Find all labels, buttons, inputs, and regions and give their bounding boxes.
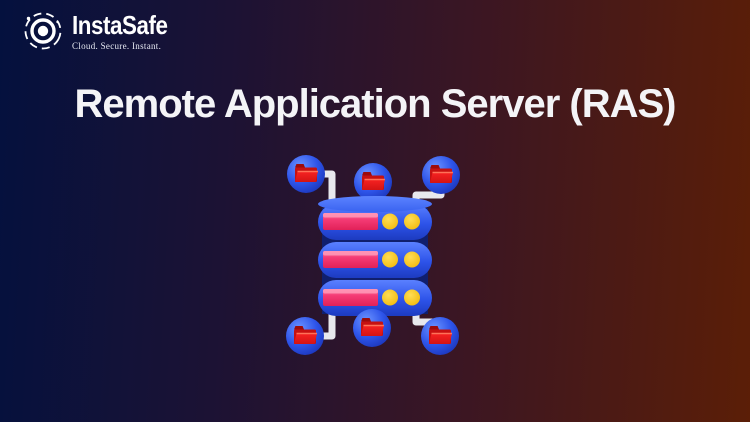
instasafe-logo: InstaSafe Cloud. Secure. Instant.	[22, 10, 183, 52]
folder-node-bottom-middle	[352, 308, 392, 348]
indicator-light	[382, 289, 398, 306]
page-title: Remote Application Server (RAS)	[74, 82, 677, 126]
server-top-cap	[318, 196, 432, 212]
server-tier-3	[318, 280, 432, 316]
indicator-light	[404, 251, 420, 268]
aperture-target-icon	[22, 10, 64, 52]
server-illustration	[275, 146, 475, 364]
folder-node-top-left	[286, 154, 326, 194]
brand-name: InstaSafe	[72, 9, 168, 40]
server-tier-2	[318, 242, 432, 278]
indicator-light	[404, 213, 420, 230]
server-tier-1	[318, 196, 432, 240]
folder-node-top-right	[421, 155, 461, 195]
folder-node-bottom-left	[285, 316, 325, 356]
folder-node-top-middle	[353, 162, 393, 202]
logo-text: InstaSafe Cloud. Secure. Instant.	[72, 12, 183, 51]
indicator-light	[404, 289, 420, 306]
folder-node-bottom-right	[420, 316, 460, 356]
indicator-light	[382, 213, 398, 230]
indicator-light	[382, 251, 398, 268]
brand-tagline: Cloud. Secure. Instant.	[72, 40, 162, 51]
database-stack-icon	[318, 196, 432, 316]
